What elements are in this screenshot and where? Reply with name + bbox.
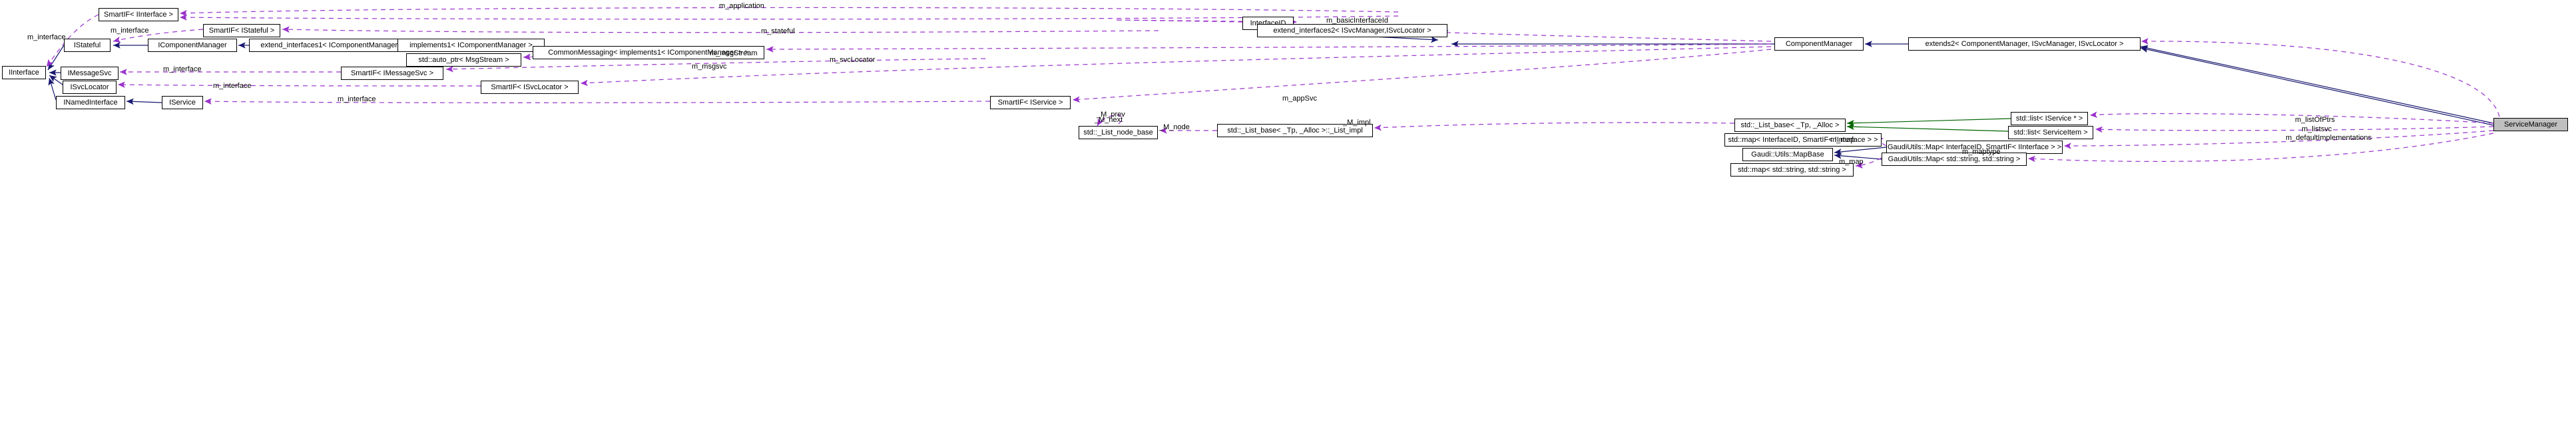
node-smartif-iservice[interactable]: SmartIF< IService > <box>990 96 1071 109</box>
edge-label-m-map-2: m_map <box>1839 158 1864 166</box>
node-smartif-imessagesvc[interactable]: SmartIF< IMessageSvc > <box>341 67 443 80</box>
node-list-base[interactable]: std::_List_base< _Tp, _Alloc > <box>1734 119 1846 132</box>
edge-label-m-msgsvc: m_msgsvc <box>692 63 727 71</box>
edge-label-m-interface-1: m_interface <box>27 33 66 41</box>
node-implements1[interactable]: implements1< IComponentManager > <box>397 39 545 52</box>
edge-label-m-map-1: m_map <box>1830 136 1855 144</box>
edge-label-m-prev: _M_prev <box>1097 111 1125 119</box>
node-gaudiutils-map-string[interactable]: GaudiUtils::Map< std::string, std::strin… <box>1882 153 2027 166</box>
template-edges <box>1846 118 2011 132</box>
edge-label-m-node: _M_node <box>1159 123 1190 131</box>
edge-label-m-next: _M_next <box>1095 116 1123 124</box>
edge-label-m-basicinterfaceid: m_basicInterfaceId <box>1326 17 1388 25</box>
edge-label-m-listofptrs: m_listOfPtrs <box>2295 116 2335 124</box>
node-smartif-istateful[interactable]: SmartIF< IStateful > <box>203 24 280 37</box>
node-iinterface[interactable]: IInterface <box>2 66 46 79</box>
node-list-impl[interactable]: std::_List_base< _Tp, _Alloc >::_List_im… <box>1217 124 1373 137</box>
edge-label-m-interface-2: m_interface <box>111 27 149 35</box>
node-componentmanager[interactable]: ComponentManager <box>1774 37 1864 51</box>
edge-label-m-appsvc: m_appSvc <box>1282 95 1317 103</box>
node-istateful[interactable]: IStateful <box>64 39 111 52</box>
node-map-interfaceid[interactable]: std::map< InterfaceID, SmartIF< IInterfa… <box>1724 133 1882 147</box>
node-list-serviceitem[interactable]: std::list< ServiceItem > <box>2008 126 2093 139</box>
edge-label-m-interface-5: m_interface <box>338 95 376 103</box>
node-servicemanager[interactable]: ServiceManager <box>2493 118 2568 131</box>
edge-label-m-msgstream: m_msgStream <box>710 49 758 57</box>
edge-label-m-interface-4: m_interface <box>213 82 252 90</box>
edge-label-m-defaultimplementations: m_defaultImplementations <box>2286 134 2372 142</box>
node-inamedinterface[interactable]: INamedInterface <box>56 96 125 109</box>
node-gaudi-utils-mapbase[interactable]: Gaudi::Utils::MapBase <box>1742 148 1833 161</box>
node-extends2[interactable]: extends2< ComponentManager, ISvcManager,… <box>1908 37 2141 51</box>
edge-label-m-interface-3: m_interface <box>163 65 202 73</box>
node-isvclocator[interactable]: ISvcLocator <box>63 81 117 94</box>
node-extend-interfaces2[interactable]: extend_interfaces2< ISvcManager,ISvcLoca… <box>1257 24 1447 37</box>
node-map-string-string[interactable]: std::map< std::string, std::string > <box>1730 163 1854 177</box>
edge-label-m-maptype: m_maptype <box>1962 148 2001 156</box>
edge-label-m-listsvc: m_listsvc <box>2302 125 2332 133</box>
edge-label-m-stateful: m_stateful <box>761 27 795 35</box>
edge-label-m-impl: _M_impl <box>1343 119 1371 127</box>
node-icomponentmanager[interactable]: IComponentManager <box>148 39 237 52</box>
node-smartif-iinterface[interactable]: SmartIF< IInterface > <box>99 8 178 21</box>
node-commonmessaging[interactable]: CommonMessaging< implements1< IComponent… <box>533 46 764 59</box>
edge-label-m-application: m_application <box>719 2 764 10</box>
node-iservice[interactable]: IService <box>162 96 203 109</box>
edge-label-m-svclocator: m_svcLocator <box>830 56 876 64</box>
node-extend-interfaces1[interactable]: extend_interfaces1< IComponentManager > <box>249 39 415 52</box>
node-smartif-isvclocator[interactable]: SmartIF< ISvcLocator > <box>481 81 579 94</box>
node-list-iservice-ptr[interactable]: std::list< IService * > <box>2011 112 2088 125</box>
node-list-node-base[interactable]: std::_List_node_base <box>1079 126 1158 139</box>
node-auto-ptr-msgstream[interactable]: std::auto_ptr< MsgStream > <box>406 53 521 67</box>
node-imessagesvc[interactable]: IMessageSvc <box>61 67 119 80</box>
